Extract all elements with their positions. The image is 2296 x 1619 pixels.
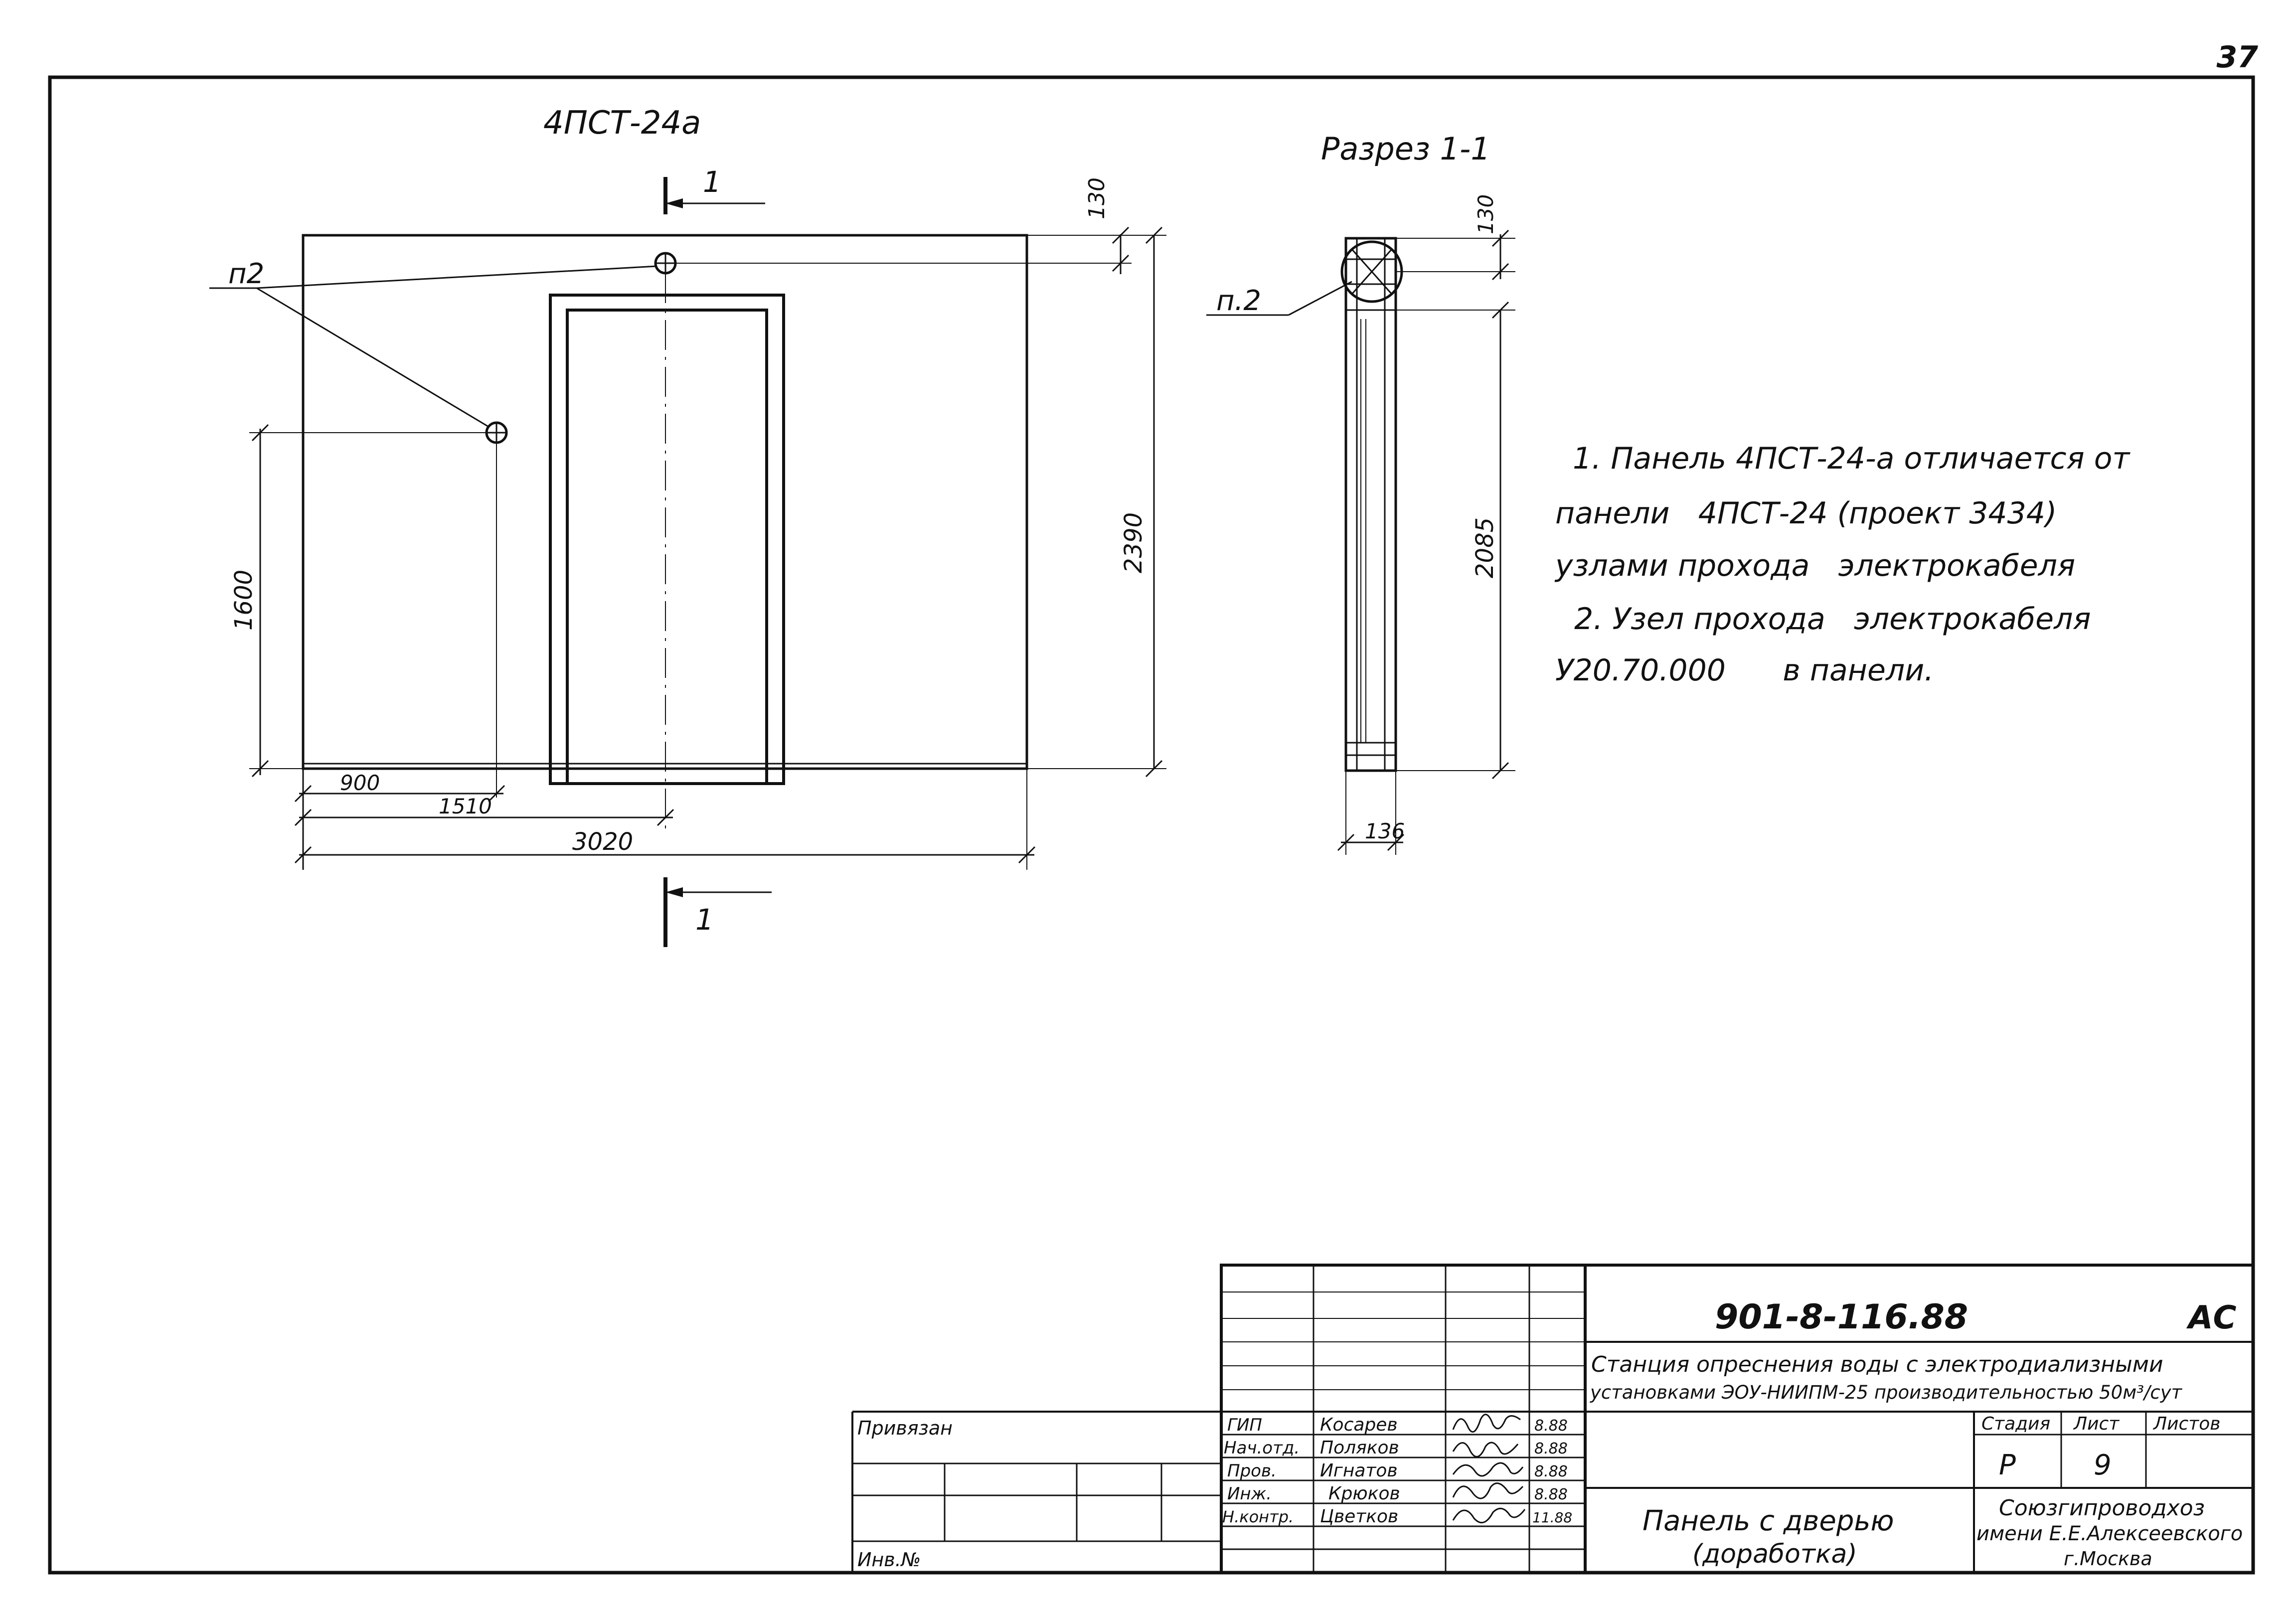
drawing-name-line2: (доработка) bbox=[1692, 1539, 1857, 1569]
document-code: 901-8-116.88 bbox=[1715, 1297, 1968, 1337]
front-view: 4ПСТ-24а 1 1 п2 bbox=[209, 105, 1166, 947]
door-frame-outer bbox=[549, 294, 785, 785]
drawing-name-line1: Панель с дверью bbox=[1642, 1505, 1894, 1537]
stage-header: Стадия bbox=[1981, 1414, 2050, 1434]
sheet-number: 37 bbox=[2217, 40, 2259, 75]
section-mark-top: 1 bbox=[703, 165, 721, 199]
stage-value: Р bbox=[1999, 1449, 2016, 1481]
note-line: 1. Панель 4ПСТ-24-а отличается от bbox=[1573, 441, 2131, 476]
staff-date: 8.88 bbox=[1534, 1463, 1568, 1480]
project-title-line2: установками ЭОУ-НИИПМ-25 производительно… bbox=[1590, 1382, 2183, 1403]
note-line: панели 4ПСТ-24 (проект 3434) bbox=[1555, 496, 2057, 531]
notes: 1. Панель 4ПСТ-24-а отличается от панели… bbox=[1554, 441, 2131, 688]
organization-line3: г.Москва bbox=[2064, 1548, 2152, 1570]
sheet-header: Лист bbox=[2073, 1414, 2120, 1434]
sheet-frame bbox=[48, 75, 2255, 1575]
section-dim-top: 130 bbox=[1474, 194, 1498, 234]
staff-date: 8.88 bbox=[1534, 1486, 1568, 1503]
staff-name: Цветков bbox=[1320, 1506, 1398, 1527]
staff-role: Нач.отд. bbox=[1224, 1438, 1300, 1458]
staff-role: ГИП bbox=[1227, 1415, 1262, 1435]
dim-width: 3020 bbox=[572, 828, 633, 856]
staff-date: 11.88 bbox=[1532, 1509, 1572, 1526]
staff-name: Косарев bbox=[1320, 1415, 1398, 1435]
section-dim-thickness: 136 bbox=[1365, 819, 1405, 843]
staff-name: Игнатов bbox=[1320, 1460, 1398, 1481]
organization-line1: Союзгипроводхоз bbox=[1999, 1495, 2205, 1521]
note-line: У20.70.000 в панели. bbox=[1555, 653, 1934, 688]
section-view-title: Разрез 1-1 bbox=[1321, 131, 1490, 167]
project-title-line1: Станция опреснения воды с электродиализн… bbox=[1591, 1352, 2163, 1377]
inv-label: Инв.№ bbox=[857, 1549, 921, 1571]
title-block: Привязан Инв.№ ГИП Косарев 8.88 Нач.отд.… bbox=[851, 1264, 2255, 1574]
front-view-title: 4ПСТ-24а bbox=[543, 105, 701, 142]
staff-role: Н.контр. bbox=[1222, 1507, 1294, 1526]
staff-date: 8.88 bbox=[1534, 1417, 1568, 1435]
privyazan-label: Привязан bbox=[857, 1417, 953, 1439]
note-line: узлами прохода электрокабеля bbox=[1554, 548, 2075, 583]
staff-name: Поляков bbox=[1320, 1438, 1399, 1458]
dim-height: 2390 bbox=[1120, 512, 1148, 573]
dim-hole-height: 1600 bbox=[230, 570, 258, 631]
sheets-header: Листов bbox=[2152, 1414, 2220, 1434]
sheet-value: 9 bbox=[2094, 1449, 2112, 1481]
dim-top-offset: 130 bbox=[1084, 177, 1110, 219]
section-item-label: п.2 bbox=[1216, 285, 1261, 317]
section-mark-bottom: 1 bbox=[695, 903, 714, 937]
staff-role: Инж. bbox=[1227, 1484, 1272, 1504]
panel-outline bbox=[302, 234, 1028, 770]
organization-line2: имени Е.Е.Алексеевского bbox=[1976, 1522, 2243, 1545]
dim-900: 900 bbox=[340, 771, 380, 795]
document-type: АС bbox=[2186, 1299, 2237, 1336]
signatures bbox=[1452, 1414, 1526, 1524]
note-line: 2. Узел прохода электрокабеля bbox=[1555, 602, 2091, 637]
item-label-p2: п2 bbox=[228, 258, 264, 290]
staff-date: 8.88 bbox=[1534, 1440, 1568, 1457]
section-dim-door: 2085 bbox=[1471, 517, 1499, 578]
dim-1510: 1510 bbox=[439, 794, 492, 818]
staff-name: Крюков bbox=[1328, 1483, 1400, 1504]
staff-role: Пров. bbox=[1227, 1461, 1277, 1481]
door-frame-inner bbox=[566, 309, 768, 785]
section-view: Разрез 1-1 п.2 130 2085 bbox=[1206, 131, 1515, 855]
